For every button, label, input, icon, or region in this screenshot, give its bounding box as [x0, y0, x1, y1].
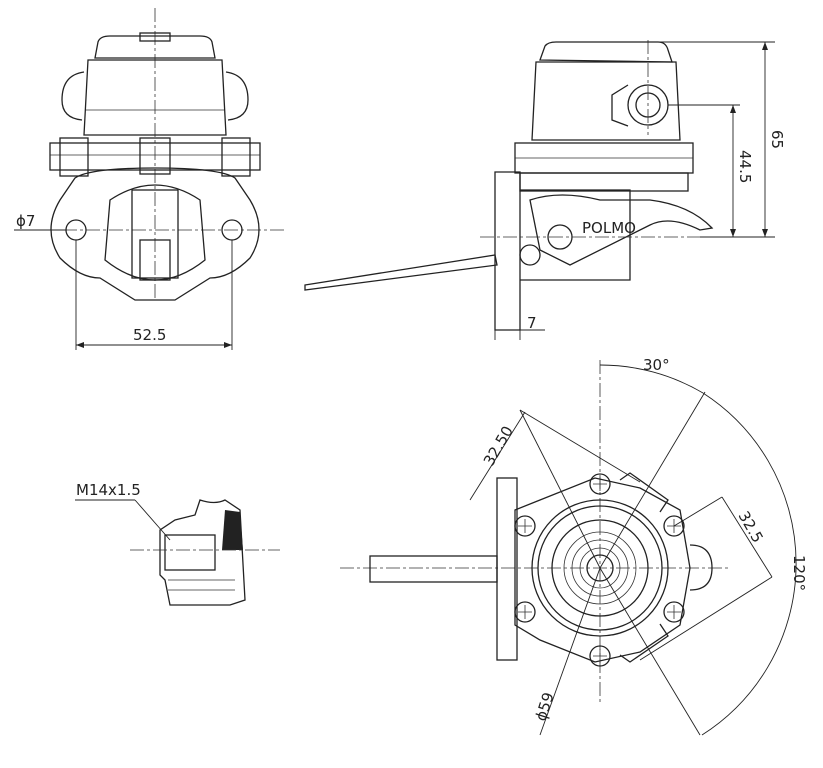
hole-diameter-dimension: ϕ7 [16, 212, 35, 230]
angle-30-dimension: 30° [643, 356, 670, 374]
outlet-height-dimension: 44.5 [736, 150, 754, 183]
flange-thickness-dimension: 7 [527, 314, 537, 332]
body-diameter-dimension: ϕ59 [532, 690, 558, 723]
total-height-dimension: 65 [768, 130, 786, 149]
thread-detail: M14x1.5 [75, 481, 280, 606]
angle-120-dimension: 120° [790, 555, 808, 591]
thread-spec-label: M14x1.5 [76, 481, 141, 499]
left-offset-dimension: 32.50 [480, 423, 517, 469]
front-view: 52.5 ϕ7 [14, 8, 285, 350]
hole-spacing-dimension: 52.5 [133, 326, 166, 344]
side-view: POLMO 65 44.5 7 [304, 40, 786, 340]
screw-heads [514, 473, 685, 667]
brand-label: POLMO [582, 219, 636, 237]
bottom-view: 30° 120° 32.50 32.5 ϕ59 [340, 356, 808, 736]
right-offset-dimension: 32.5 [735, 508, 767, 546]
